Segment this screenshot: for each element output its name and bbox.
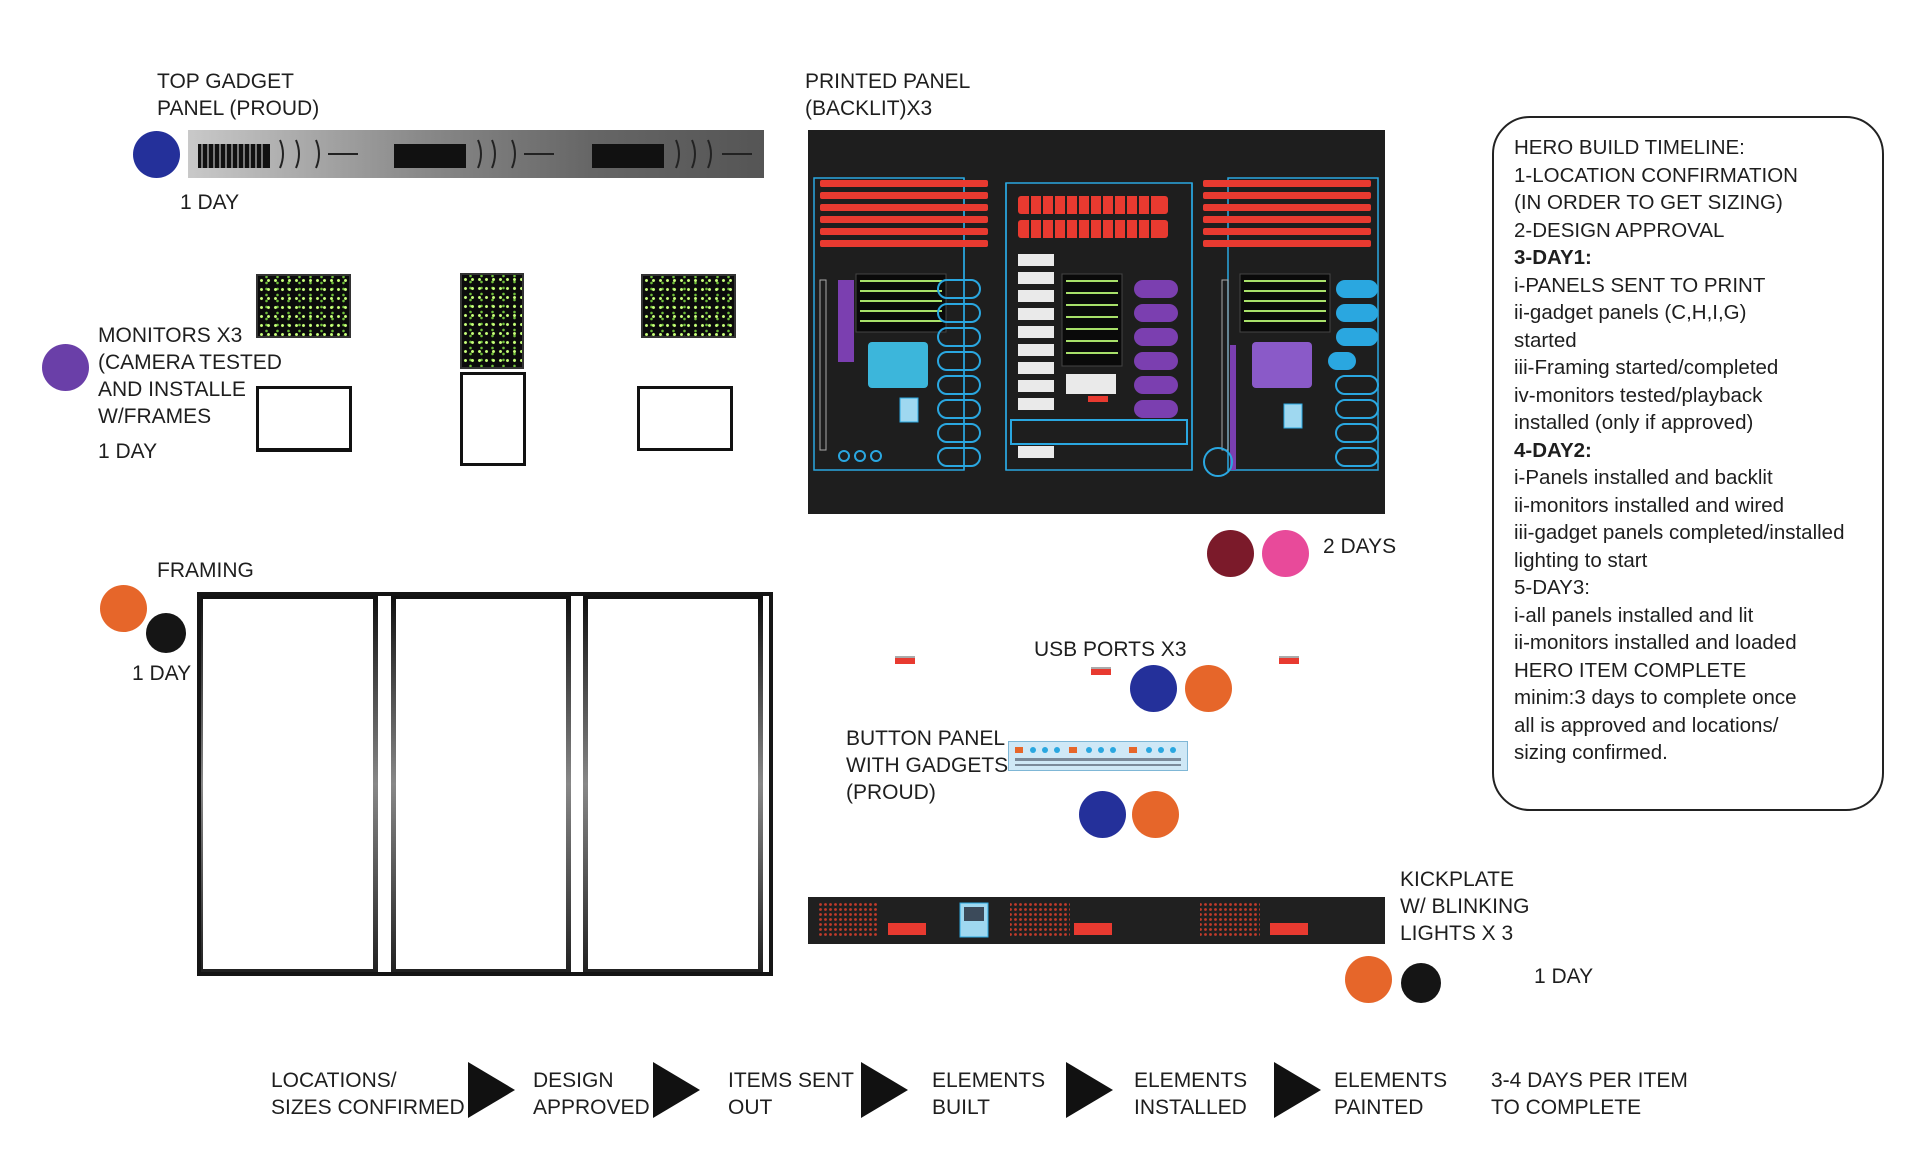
timeline-line: 2-DESIGN APPROVAL — [1514, 218, 1725, 242]
timeline-line: 3-DAY1: — [1514, 246, 1592, 269]
timeline-line: i-Panels installed and backlit — [1514, 466, 1773, 489]
black-dot — [1401, 963, 1441, 1003]
timeline-line: installed (only if approved) — [1514, 411, 1754, 434]
button-panel-graphic — [1015, 747, 1181, 766]
timeline-line: ii-monitors installed and wired — [1514, 493, 1785, 517]
timeline-line: minim:3 days to complete once — [1514, 686, 1797, 709]
blue-dot — [1079, 791, 1126, 838]
hero-build-timeline: HERO BUILD TIMELINE: 1-LOCATION CONFIRMAT… — [1492, 116, 1884, 811]
orange-dot — [1132, 791, 1179, 838]
printed-panel-label: PRINTED PANEL(BACKLIT)X3 — [805, 70, 971, 120]
blue-dot — [1130, 665, 1177, 712]
timeline-line: iii-gadget panels completed/installed — [1514, 521, 1845, 544]
timeline-line: all is approved and locations/ — [1514, 713, 1779, 737]
timeline-line: HERO BUILD TIMELINE: — [1514, 136, 1745, 159]
monitor-frame — [460, 372, 526, 466]
monitors-days: 1 DAY — [98, 440, 158, 463]
black-dot — [146, 613, 186, 653]
timeline-line: iv-monitors tested/playback — [1514, 383, 1763, 407]
monitor-screen — [460, 273, 524, 369]
timeline-line: ii-gadget panels (C,H,I,G) — [1514, 301, 1747, 324]
usb-port — [895, 656, 915, 664]
flow-arrow-icon — [1274, 1062, 1321, 1118]
flow-step-locations: LOCATIONS/SIZES CONFIRMED — [271, 1069, 465, 1119]
orange-dot — [1345, 956, 1392, 1003]
blue-dot — [133, 131, 180, 178]
timeline-line: lighting to start — [1514, 548, 1648, 572]
orange-dot — [1185, 665, 1232, 712]
kickplate-panel — [808, 897, 1385, 944]
usb-port — [1279, 656, 1299, 664]
maroon-dot — [1207, 530, 1254, 577]
timeline-line: started — [1514, 328, 1577, 352]
kickplate-graphic — [818, 901, 1308, 938]
timeline-line: iii-Framing started/completed — [1514, 356, 1779, 379]
pink-dot — [1262, 530, 1309, 577]
timeline-line: ii-monitors installed and loaded — [1514, 631, 1797, 654]
frame-section — [391, 594, 571, 974]
timeline-line: i-all panels installed and lit — [1514, 603, 1754, 627]
timeline-line: 5-DAY3: — [1514, 576, 1590, 599]
frame-section — [583, 594, 763, 974]
purple-dot — [42, 344, 89, 391]
frame-section — [198, 594, 378, 974]
timeline-line: (IN ORDER TO GET SIZING) — [1514, 191, 1783, 214]
monitor-frame — [637, 386, 733, 451]
framing-days: 1 DAY — [132, 662, 192, 685]
orange-dot — [100, 585, 147, 632]
top-gadget-days: 1 DAY — [180, 191, 240, 214]
printed-panel — [808, 130, 1385, 514]
button-panel-gadget — [1008, 741, 1188, 771]
framing-label: FRAMING — [157, 559, 254, 582]
monitor-screen — [641, 274, 736, 338]
printed-panel-days: 2 DAYS — [1323, 535, 1397, 558]
kickplate-days: 1 DAY — [1534, 965, 1594, 988]
gadget-panel-graphic — [198, 139, 752, 169]
timeline-line: 1-LOCATION CONFIRMATION — [1514, 163, 1798, 187]
flow-arrow-icon — [653, 1062, 700, 1118]
timeline-line: 4-DAY2: — [1514, 438, 1592, 462]
timeline-line: i-PANELS SENT TO PRINT — [1514, 273, 1766, 297]
monitor-frame — [256, 386, 352, 452]
timeline-line: HERO ITEM COMPLETE — [1514, 658, 1747, 682]
usb-ports-label: USB PORTS X3 — [1034, 638, 1187, 661]
top-gadget-panel — [188, 130, 764, 178]
flow-arrow-icon — [1066, 1062, 1113, 1118]
usb-port — [1091, 667, 1111, 675]
flow-arrow-icon — [861, 1062, 908, 1118]
timeline-line: sizing confirmed. — [1514, 741, 1668, 764]
printed-panel-graphic — [813, 177, 1379, 477]
monitor-screen — [256, 274, 351, 338]
flow-arrow-icon — [468, 1062, 515, 1118]
